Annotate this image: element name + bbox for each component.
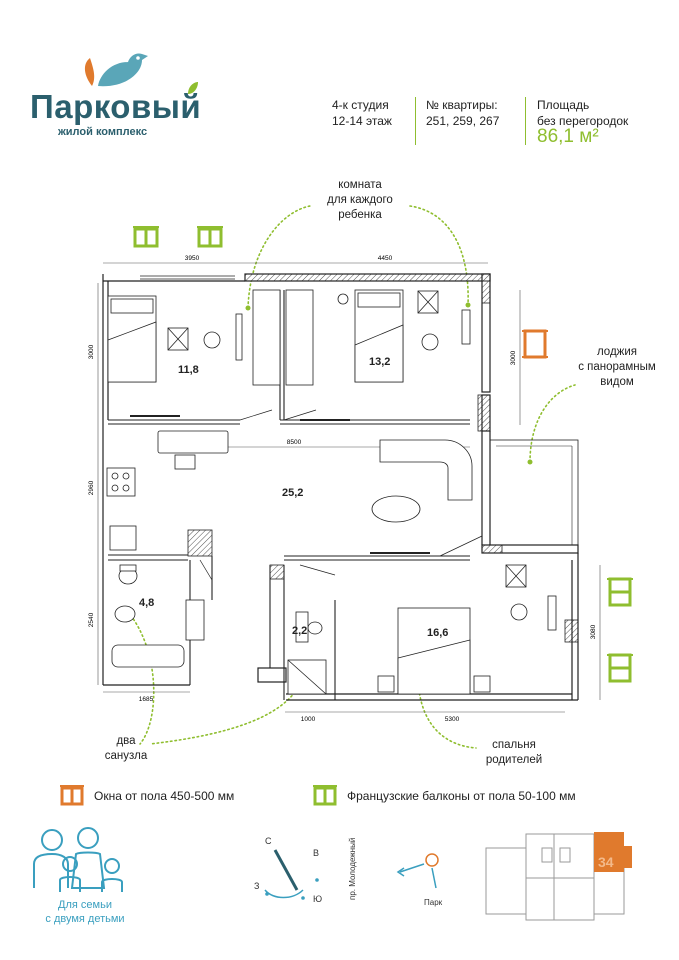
- compass-icon: [264, 849, 319, 900]
- dim-right-bottom: 3080: [590, 624, 597, 639]
- family-icon: [33, 827, 123, 892]
- loggia-note: лоджия с панорамным видом: [578, 346, 656, 388]
- divider: [415, 97, 416, 145]
- park-label: Парк: [424, 898, 443, 907]
- dim-left-bottom: 2540: [88, 612, 95, 627]
- compass-north: С: [265, 836, 272, 846]
- dim-left-mid: 2960: [88, 480, 95, 495]
- french-balcony-icon: [607, 577, 633, 607]
- area-value: 86,1 м²: [537, 126, 599, 147]
- brand-name: Парковый: [30, 88, 202, 125]
- french-balcony-icon: [607, 653, 633, 683]
- leaf-icon: [188, 82, 198, 94]
- legend-balconies: Французские балконы от пола 50-100 мм: [347, 789, 576, 803]
- room-area: 2,2: [292, 625, 308, 637]
- dim-top-left: 3950: [185, 255, 200, 262]
- window-legend-icon: [60, 785, 84, 806]
- bath-leader: [127, 611, 155, 745]
- balcony-legend-icon: [313, 785, 337, 806]
- french-balcony-icon: [133, 226, 159, 248]
- room-area: 25,2: [282, 487, 304, 499]
- street-label: пр. Молодежный: [348, 837, 357, 900]
- room-area: 4,8: [139, 597, 155, 609]
- location-arrows-icon: [396, 853, 439, 889]
- kids-leader-right: [409, 205, 469, 306]
- apartment-type: 4-к студия 12-14 этаж: [332, 98, 392, 128]
- divider: [525, 97, 526, 145]
- building-key-plan: [485, 832, 632, 921]
- room-area: 16,6: [427, 627, 449, 639]
- bird-logo-icon: [84, 53, 148, 87]
- french-balcony-icon: [197, 226, 223, 248]
- dim-bottom-left: 1685: [139, 696, 154, 703]
- bathrooms-note: два санузла: [104, 735, 148, 762]
- dim-right-top: 3000: [510, 350, 517, 365]
- family-caption: Для семьи с двумя детьми: [45, 899, 125, 925]
- kids-leader-left: [247, 205, 311, 309]
- loggia-leader: [529, 384, 576, 463]
- room-area: 11,8: [178, 364, 199, 376]
- legend-windows: Окна от пола 450-500 мм: [94, 789, 235, 803]
- compass-east: В: [313, 848, 320, 858]
- brand-subtitle: жилой комплекс: [58, 126, 148, 138]
- dim-bottom-mid: 1000: [301, 716, 316, 723]
- compass-west: З: [254, 881, 260, 891]
- building-mark: 34: [598, 854, 614, 870]
- dim-left-top: 3000: [88, 344, 95, 359]
- parents-leader: [417, 679, 477, 749]
- dim-bottom-right: 5300: [445, 716, 460, 723]
- parents-bedroom-note: спальня родителей: [485, 739, 543, 766]
- room-area: 13,2: [369, 356, 391, 368]
- compass-south: Ю: [313, 894, 323, 904]
- window-icon: [522, 329, 548, 359]
- area-block: Площадь без перегородок 86,1 м²: [537, 98, 629, 147]
- dim-middle: 8500: [287, 439, 302, 446]
- apartment-numbers: № квартиры: 251, 259, 267: [426, 98, 500, 128]
- dim-top-right: 4450: [378, 255, 393, 262]
- kids-room-note: комната для каждого ребенка: [327, 179, 393, 221]
